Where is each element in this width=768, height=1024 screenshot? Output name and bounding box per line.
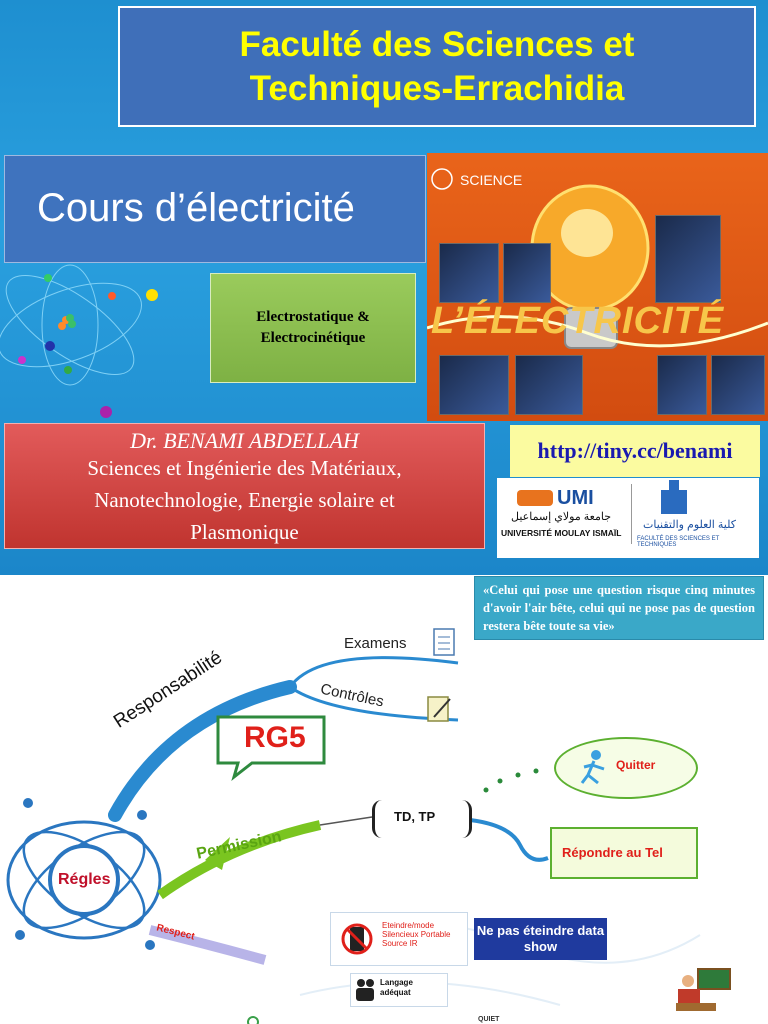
rg5-label: RG5 xyxy=(244,721,306,754)
rg5-bubble xyxy=(216,715,326,781)
university-logos: UMI جامعة مولاي إسماعيل UNIVERSITÉ MOULA… xyxy=(497,478,759,558)
td-tp-label: TD, TP xyxy=(394,809,436,824)
course-box: Cours d’électricité xyxy=(4,155,426,263)
author-box: Dr. BENAMI ABDELLAH Sciences et Ingénier… xyxy=(4,423,485,549)
td-tp-node xyxy=(372,800,472,838)
slide-title: Faculté des Sciences et Techniques-Errac… xyxy=(239,24,635,108)
cover-thumb-city xyxy=(655,215,721,303)
umi-logo-icon: UMI xyxy=(517,487,594,509)
author-field-1: Sciences et Ingénierie des Matériaux, xyxy=(87,456,402,480)
quitter-label: Quitter xyxy=(616,758,656,772)
course-title: Cours d’électricité xyxy=(37,186,355,230)
course-url-link[interactable]: http://tiny.cc/benami xyxy=(537,438,733,463)
document-icon xyxy=(433,628,455,656)
cover-thumb-battery xyxy=(657,355,707,415)
no-show-box: Ne pas éteindre data show xyxy=(474,918,607,960)
teacher-board-icon xyxy=(676,968,731,1011)
center-node-label: Régles xyxy=(58,871,111,888)
cover-thumb-neuron xyxy=(503,243,551,303)
repondre-node xyxy=(550,827,698,879)
logo-divider xyxy=(631,484,632,544)
quitter-node xyxy=(554,737,698,799)
no-phone-icon xyxy=(341,923,373,955)
quiet-label: QUIET xyxy=(478,1016,500,1023)
atom-illustration xyxy=(0,264,158,418)
pencil-paper-icon xyxy=(427,696,451,722)
url-box[interactable]: http://tiny.cc/benami xyxy=(510,425,760,477)
subtitle-box: Electrostatique & Electrocinétique xyxy=(210,273,416,383)
fst-arabic-name: كلية العلوم والتقنيات xyxy=(643,519,737,531)
cover-thumb-lightning xyxy=(439,355,509,415)
cover-thumb-fish xyxy=(439,243,499,303)
fst-building-icon xyxy=(661,480,687,514)
leaf-examens: Examens xyxy=(344,635,407,652)
subtitle: Electrostatique & Electrocinétique xyxy=(256,307,369,349)
eteindre-label: Eteindre/mode Silencieux Portable Source… xyxy=(382,921,451,948)
author-name: Dr. BENAMI ABDELLAH xyxy=(130,428,359,453)
umi-latin-name: UNIVERSITÉ MOULAY ISMAÏL xyxy=(501,528,622,538)
running-person-icon xyxy=(580,750,605,785)
cover-thumb-pylon xyxy=(711,355,765,415)
lightbulb-icon xyxy=(427,168,768,349)
quote-box: «Celui qui pose une question risque cinq… xyxy=(474,576,764,640)
langage-label: Langage adéquat xyxy=(380,978,413,997)
subtitle-line-2: Electrocinétique xyxy=(260,330,366,346)
cover-thumb-atom xyxy=(515,355,583,415)
cover-title: L’ÉLECTRICITÉ xyxy=(431,300,725,342)
small-leaf-icon xyxy=(247,1016,259,1024)
fst-latin-name: FACULTÉ DES SCIENCES ET TECHNIQUES xyxy=(637,536,720,548)
author-field-2: Nanotechnologie, Energie solaire et xyxy=(94,488,395,512)
people-talking-icon xyxy=(356,979,374,1001)
cover-slide: Faculté des Sciences et Techniques-Errac… xyxy=(0,0,768,575)
subtitle-line-1: Electrostatique & xyxy=(256,309,370,325)
repondre-label: Répondre au Tel xyxy=(562,845,663,860)
cover-label: SCIENCE xyxy=(460,172,523,188)
author-field-3: Plasmonique xyxy=(190,520,299,544)
title-box: Faculté des Sciences et Techniques-Errac… xyxy=(118,6,756,127)
umi-arabic-name: جامعة مولاي إسماعيل xyxy=(511,511,612,523)
book-cover-image xyxy=(427,153,768,421)
rules-mindmap: «Celui qui pose une question risque cinq… xyxy=(0,575,768,1024)
svg-text:UMI: UMI xyxy=(557,487,594,509)
